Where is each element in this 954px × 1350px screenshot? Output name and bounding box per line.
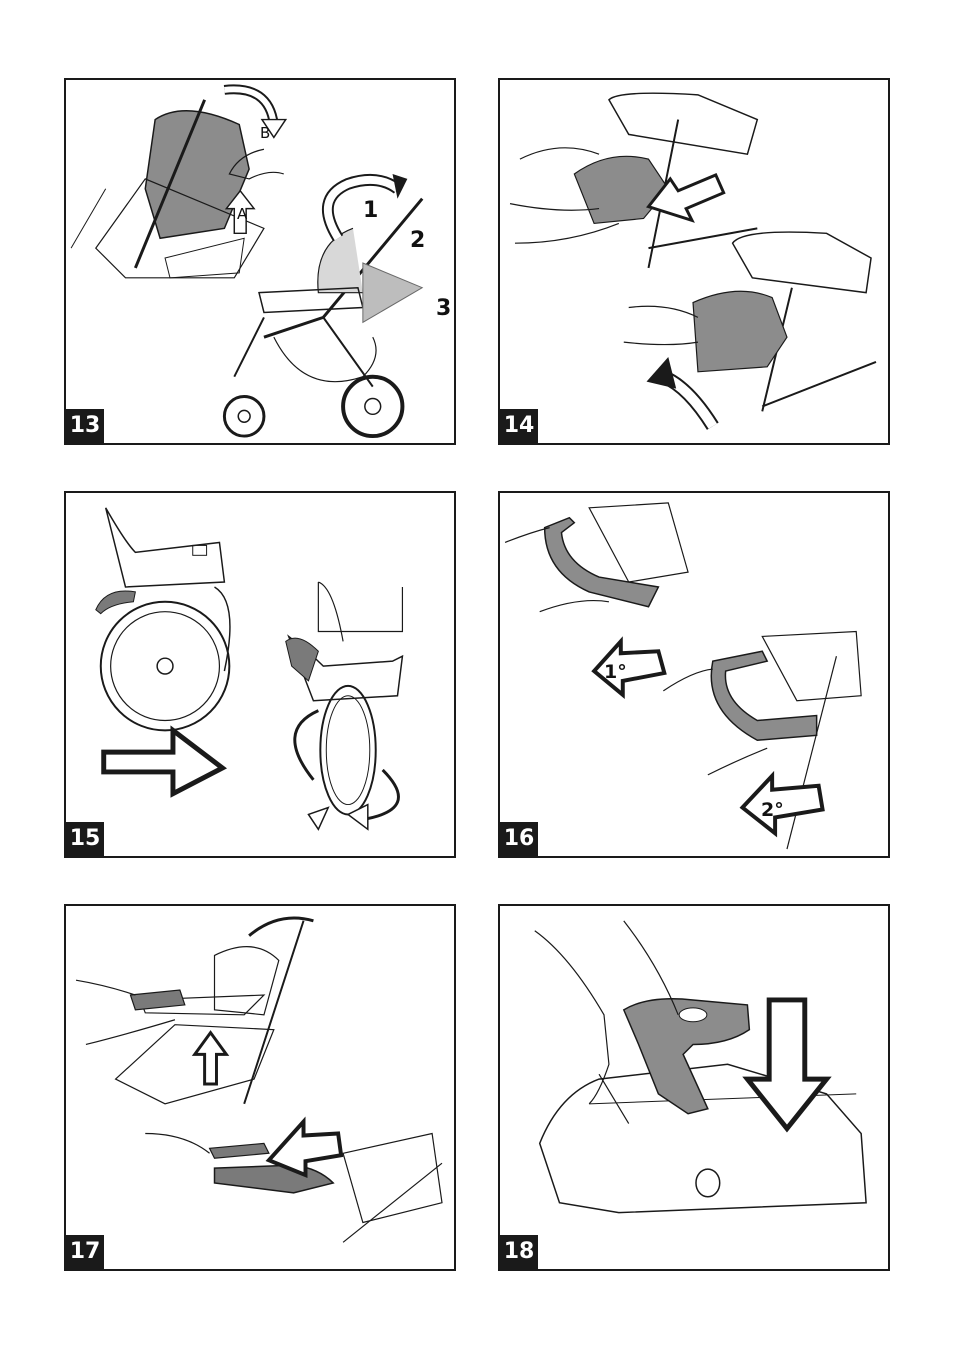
- front-wheel-illustration: [66, 493, 454, 856]
- figure-15: 15: [64, 491, 456, 858]
- figure-number: 17: [66, 1235, 104, 1269]
- figure-number: 15: [66, 822, 104, 856]
- label-step-2: 2: [410, 228, 425, 253]
- bumper-cover-illustration: [500, 80, 888, 443]
- label-a: A: [237, 205, 247, 223]
- figure-number: 18: [500, 1235, 538, 1269]
- armrest-removal-illustration: [66, 906, 454, 1269]
- label-step-first: 1°: [604, 661, 627, 683]
- figure-number: 13: [66, 409, 104, 443]
- figure-14: 14: [498, 78, 890, 445]
- figure-13: B A 1 2 3 13: [64, 78, 456, 445]
- label-step-1: 1: [363, 198, 378, 223]
- figure-18: 18: [498, 904, 890, 1271]
- figure-17: 17: [64, 904, 456, 1271]
- bumper-bar-illustration: [500, 493, 888, 856]
- cup-holder-illustration: [500, 906, 888, 1269]
- figure-number: 16: [500, 822, 538, 856]
- figure-number: 14: [500, 409, 538, 443]
- label-b: B: [260, 124, 270, 142]
- label-step-3: 3: [436, 296, 451, 321]
- figure-16: 1° 2° 16: [498, 491, 890, 858]
- label-step-second: 2°: [761, 799, 784, 821]
